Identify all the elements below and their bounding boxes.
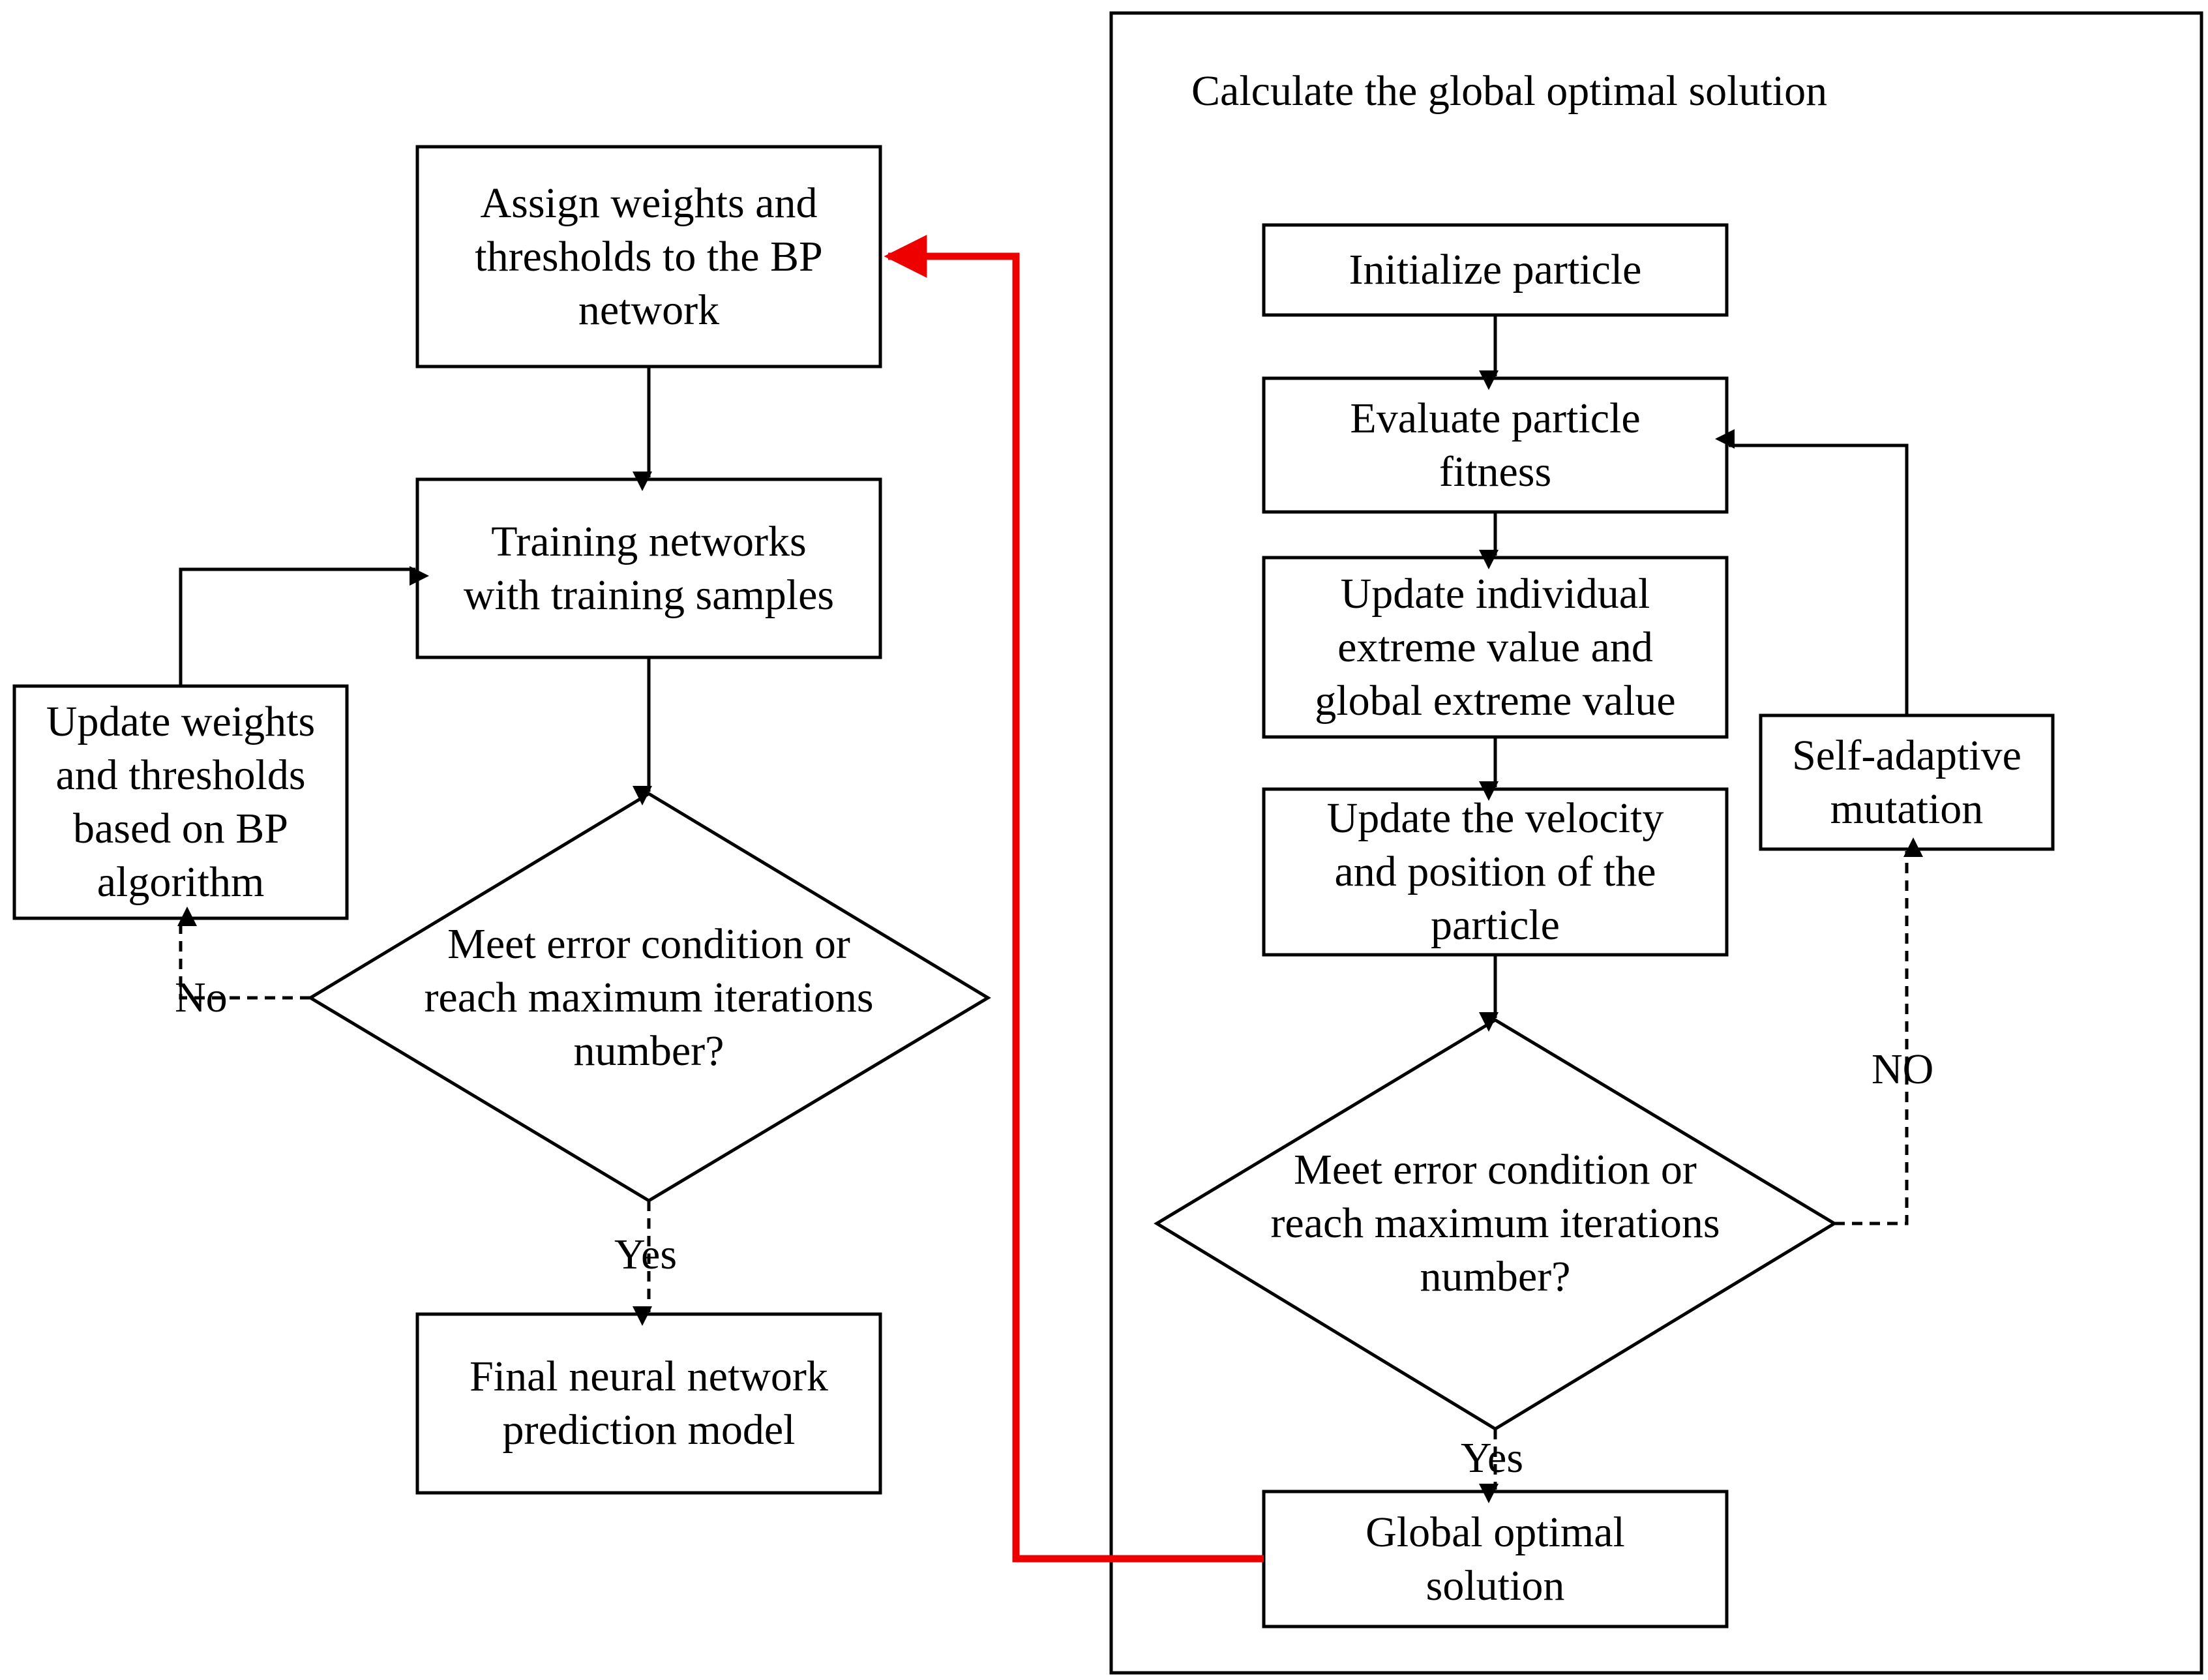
final-model-label: Final neural network prediction model — [417, 1314, 880, 1493]
pso-yes-label: Yes — [1461, 1434, 1524, 1482]
update-weights-line-3: based on BP — [73, 805, 288, 852]
bp-decision-label: Meet error condition or reach maximum it… — [376, 900, 922, 1096]
bp-decision-line-1: Meet error condition or — [447, 920, 850, 968]
global-optimal-solution-label: Global optimal solution — [1264, 1492, 1727, 1627]
final-model-line-1: Final neural network — [470, 1353, 828, 1400]
bp-decision-line-3: number? — [573, 1027, 724, 1075]
self-adaptive-mutation-line-2: mutation — [1830, 785, 1984, 833]
assign-weights-line-1: Assign weights and — [480, 179, 818, 227]
evaluate-fitness-label: Evaluate particle fitness — [1264, 378, 1727, 512]
pso-decision-line-1: Meet error condition or — [1294, 1146, 1697, 1193]
self-adaptive-mutation-line-1: Self-adaptive — [1792, 731, 2022, 779]
final-model-line-2: prediction model — [502, 1406, 796, 1454]
update-weights-line-1: Update weights — [46, 698, 316, 745]
update-weights-label: Update weights and thresholds based on B… — [14, 686, 347, 918]
assign-weights-label: Assign weights and thresholds to the BP … — [417, 147, 880, 367]
initialize-particle-line-1: Initialize particle — [1349, 246, 1642, 293]
update-extremes-label: Update individual extreme value and glob… — [1264, 558, 1727, 737]
update-velocity-line-3: particle — [1431, 901, 1560, 949]
assign-weights-box — [415, 145, 882, 368]
training-networks-line-1: Training networks — [491, 517, 807, 565]
edge-bp-no-to-update — [177, 907, 310, 1000]
update-weights-line-4: algorithm — [97, 858, 265, 906]
evaluate-fitness-line-1: Evaluate particle — [1350, 394, 1641, 442]
self-adaptive-mutation-label: Self-adaptive mutation — [1761, 715, 2053, 849]
global-optimal-solution-box — [1262, 1490, 1729, 1628]
pso-decision-line-3: number? — [1420, 1253, 1571, 1300]
bp-yes-label: Yes — [614, 1231, 678, 1278]
update-velocity-line-2: and position of the — [1334, 848, 1656, 895]
update-weights-box — [12, 684, 349, 920]
edge-mutation-to-evaluate — [1715, 429, 1909, 715]
global-optimal-solution-line-2: solution — [1425, 1561, 1565, 1610]
update-extremes-line-3: global extreme value — [1315, 676, 1676, 725]
update-extremes-line-1: Update individual — [1340, 569, 1650, 618]
self-adaptive-mutation-box — [1759, 713, 2055, 851]
pso-no-label: NO — [1872, 1045, 1934, 1093]
assign-weights-line-3: network — [578, 286, 720, 334]
edge-update-to-training — [179, 566, 429, 686]
assign-weights-line-2: thresholds to the BP — [475, 232, 823, 280]
global-optimal-solution-line-1: Global optimal — [1365, 1508, 1625, 1556]
training-networks-label: Training networks with training samples — [417, 479, 880, 657]
update-extremes-line-2: extreme value and — [1337, 623, 1653, 671]
update-velocity-line-1: Update the velocity — [1326, 794, 1664, 842]
bp-no-label: No — [175, 974, 228, 1021]
optimizer-panel-title: Calculate the global optimal solution — [1191, 67, 1828, 115]
pso-decision-line-2: reach maximum iterations — [1270, 1199, 1720, 1247]
update-weights-line-2: and thresholds — [55, 751, 306, 799]
training-networks-box — [415, 477, 882, 659]
optimizer-panel-frame — [1109, 11, 2203, 1675]
edge-global-optimum-to-assign-weights — [884, 235, 1264, 1563]
bp-decision-line-2: reach maximum iterations — [424, 974, 874, 1021]
update-velocity-label: Update the velocity and position of the … — [1264, 789, 1727, 955]
evaluate-fitness-line-2: fitness — [1439, 447, 1552, 496]
pso-decision-label: Meet error condition or reach maximum it… — [1222, 1126, 1768, 1321]
edge-pso-no-to-mutation — [1834, 837, 1923, 1225]
training-networks-line-2: with training samples — [463, 571, 835, 619]
initialize-particle-label: Initialize particle — [1264, 225, 1727, 315]
